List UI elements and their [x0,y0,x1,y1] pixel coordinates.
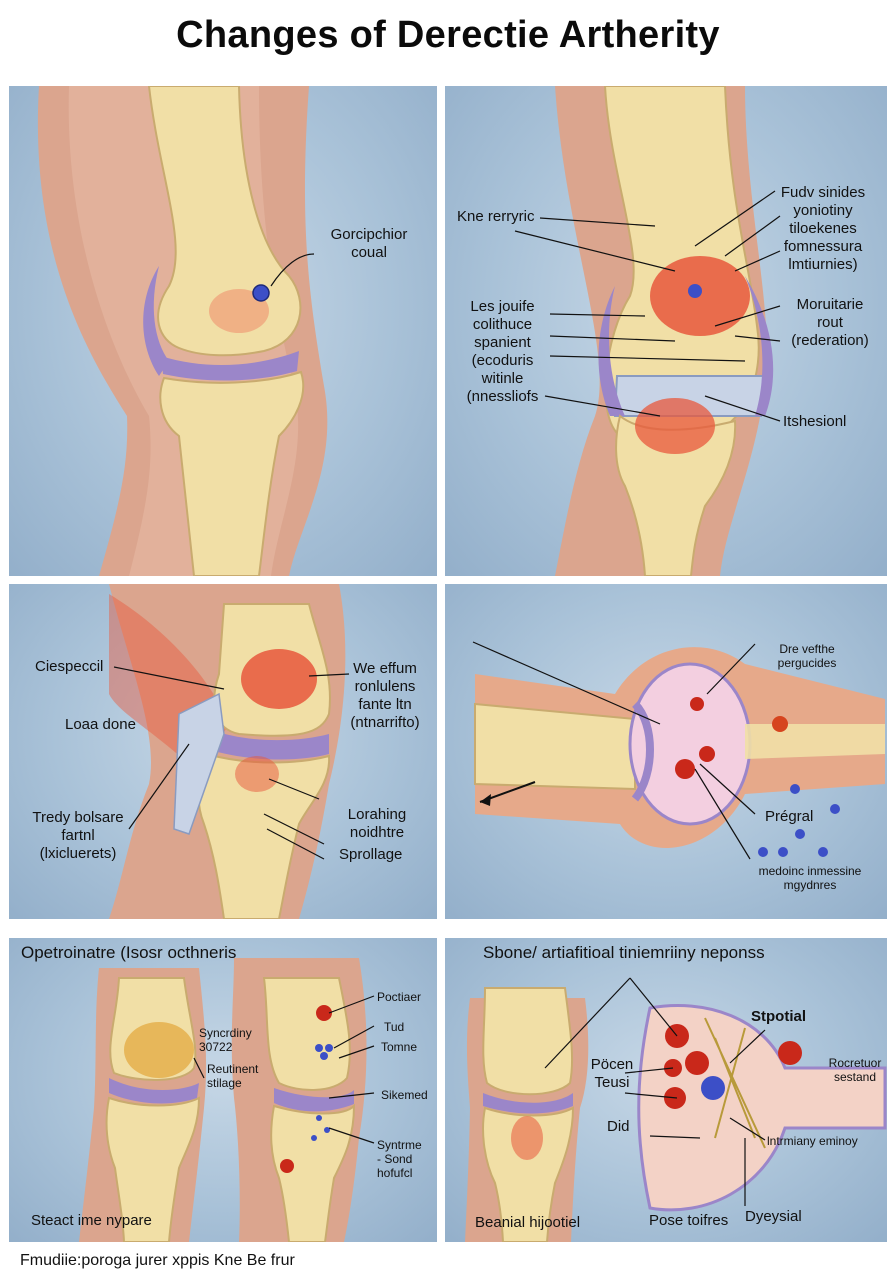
panel-inflamed-knee: Kne rerryric Fudv sinides yoniotiny tilo… [445,86,887,576]
label-tredy-bolsare: Tredy bolsare fartnl (lxicluerets) [32,809,124,862]
label-lorahing: Lorahing noidhtre [347,806,407,841]
inflammatory-response-illustration [465,977,887,1242]
label-tud: Tud [384,1020,405,1034]
panel-cross-section: Dre vefthe pergucides Prégral medoinc in… [445,584,887,919]
label-syncrdiny: Syncrdiny 30722 [199,1026,252,1054]
panel-degenerative-knee: Ciespeccil Loaa done Tredy bolsare fartn… [9,584,437,919]
label-did: Did [607,1118,630,1135]
label-beanial: Beanial hijootiel [475,1214,581,1231]
label-ciespeccil: Ciespeccil [35,658,104,675]
label-reutinent: Reutinent stilage [207,1062,259,1090]
label-rocretuor: Rocretuor sestand [828,1056,882,1084]
label-dyeysial: Dyeysial [745,1208,802,1225]
footer-caption: Fmudiie:poroga jurer xppis Kne Be frur [20,1252,295,1269]
healthy-knee-illustration [37,86,328,576]
label-gorcipchior: Gorcipchior coual [330,226,408,261]
label-intrmiany: lntrmiany eminoy [767,1134,858,1148]
page-title: Changes of Derectie Artherity [176,14,720,56]
label-syntrme: Syntrme - Sond hofufcl [377,1138,422,1180]
panel-inflammatory-response: Sbone/ artiafitioal tiniemriiny neponss … [445,938,887,1242]
panel-osteoarthritis: Opetroinatre (Isosr octhneris Syncrdiny … [9,938,437,1242]
panel-healthy-knee: Gorcipchior coual [9,86,437,576]
inflamed-knee-illustration [514,86,781,576]
label-sprollage: Sprollage [339,846,403,863]
panel6-heading: Sbone/ artiafitioal tiniemriiny neponss [483,943,765,962]
label-steact: Steact ime nypare [31,1212,152,1229]
label-pocen: Pöcen Teusi [590,1056,634,1091]
label-dre-vefthe: Dre vefthe pergucides [777,642,837,670]
label-kne-rerryric: Kne rerryric [457,208,535,225]
label-pregral: Prégral [765,808,814,825]
label-tomne: Tomne [381,1040,418,1054]
osteoarthritis-illustration [79,958,375,1242]
panel5-heading: Opetroinatre (Isosr octhneris [21,943,237,962]
label-pose: Pose toifres [649,1212,729,1229]
cross-section-illustration [472,641,885,860]
label-stpotial: Stpotial [751,1008,806,1025]
label-loaa-done: Loaa done [65,716,136,733]
label-we-effum: We effum ronlulens fante ltn (ntnarrifto… [350,660,420,731]
degenerative-knee-illustration [109,584,350,919]
label-sikemed: Sikemed [381,1088,428,1102]
label-medoinc: medoinc inmessine mgydnres [758,864,862,892]
label-poctiaer: Poctiaer [377,990,422,1004]
label-fudv-sinides: Fudv sinides yoniotiny tiloekenes fomnes… [780,184,866,273]
label-itshesionl: Itshesionl [783,413,847,430]
label-les-jouife: Les jouife colithuce spanient (ecoduris … [466,298,539,405]
label-moruitarie: Moruitarie rout (rederation) [791,296,869,349]
